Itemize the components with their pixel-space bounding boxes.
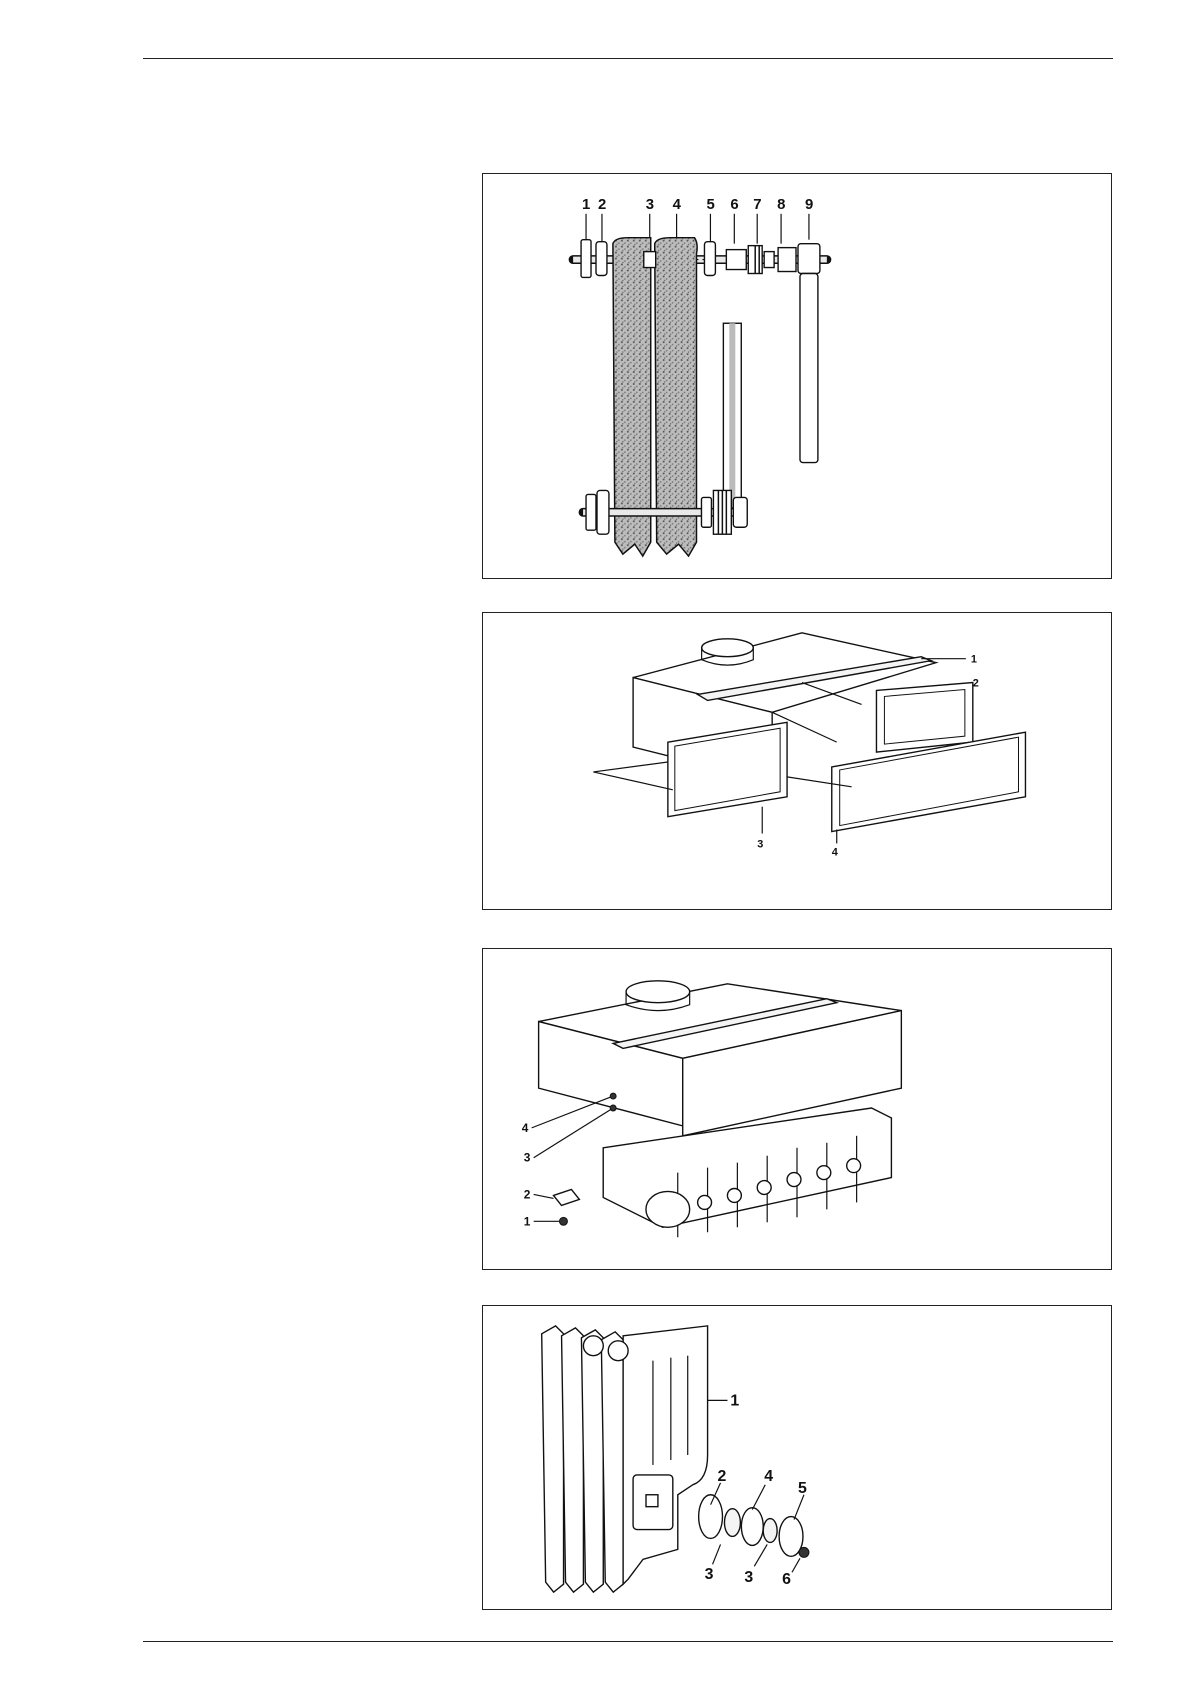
gasket-3b xyxy=(763,1519,777,1543)
nut-6 xyxy=(799,1547,809,1557)
washer-top-1 xyxy=(581,240,591,278)
callout-4: 4 xyxy=(522,1121,529,1135)
callout-3a: 3 xyxy=(705,1566,714,1583)
nut-bottom-2 xyxy=(597,490,609,534)
nut-top-2 xyxy=(596,242,607,276)
plate-window xyxy=(646,1495,658,1507)
callout-9: 9 xyxy=(805,196,813,213)
boiler-block xyxy=(603,1108,891,1237)
callout-7: 7 xyxy=(753,196,761,213)
callout-1: 1 xyxy=(524,1214,531,1228)
callout-5: 5 xyxy=(798,1480,807,1497)
gasket-3a xyxy=(724,1509,740,1537)
figure-casing-on-block: 4 3 2 1 xyxy=(482,948,1112,1270)
callout-3: 3 xyxy=(646,196,654,213)
nut-8 xyxy=(778,248,796,272)
callout-3: 3 xyxy=(524,1151,531,1165)
nut-bottom-5 xyxy=(701,497,711,527)
nut-top-5 xyxy=(704,242,715,276)
flange-4 xyxy=(741,1508,763,1546)
fitting-6 xyxy=(726,250,746,270)
tool-handle-9 xyxy=(800,274,818,463)
callout-3b: 3 xyxy=(744,1569,753,1586)
bracket-plate xyxy=(554,1189,580,1205)
callout-2: 2 xyxy=(598,196,606,213)
boiler-sections xyxy=(542,1326,623,1592)
casing-exploded-drawing: 1 2 3 4 xyxy=(483,613,1111,909)
callout-1: 1 xyxy=(582,196,590,213)
callout-8: 8 xyxy=(777,196,785,213)
flue-collar xyxy=(626,981,690,1003)
callout-6: 6 xyxy=(782,1571,791,1588)
callout-5: 5 xyxy=(706,196,714,213)
figure-radiator-assembly: 1 2 3 4 5 6 7 8 9 xyxy=(482,173,1112,579)
end-section xyxy=(623,1326,707,1584)
figure-casing-exploded: 1 2 3 4 xyxy=(482,612,1112,910)
casing-on-block-drawing: 4 3 2 1 xyxy=(483,949,1111,1269)
nut-bottom-end xyxy=(733,497,747,527)
radiator-assembly-drawing: 1 2 3 4 5 6 7 8 9 xyxy=(483,174,1111,578)
flue-collar xyxy=(702,639,754,657)
callout-1: 1 xyxy=(971,654,977,666)
callout-2: 2 xyxy=(973,678,979,690)
callout-2: 2 xyxy=(524,1187,531,1201)
washer-7 xyxy=(764,252,774,268)
washer-bottom-1 xyxy=(586,494,596,530)
callout-4: 4 xyxy=(673,196,682,213)
header-rule xyxy=(143,58,1113,59)
callout-3: 3 xyxy=(757,838,763,850)
figure-flange-fitting: 1 2 4 5 3 3 6 xyxy=(482,1305,1112,1610)
flange-2 xyxy=(699,1495,723,1539)
flange-fitting-drawing: 1 2 4 5 3 3 6 xyxy=(483,1306,1111,1609)
callout-4: 4 xyxy=(832,846,838,858)
footer-rule xyxy=(143,1641,1113,1642)
tool-head-9 xyxy=(798,244,820,274)
callout-2: 2 xyxy=(718,1468,727,1485)
callout-6: 6 xyxy=(730,196,738,213)
callout-1: 1 xyxy=(730,1392,739,1409)
nipple-top-3 xyxy=(644,252,656,268)
callout-4: 4 xyxy=(764,1468,773,1485)
